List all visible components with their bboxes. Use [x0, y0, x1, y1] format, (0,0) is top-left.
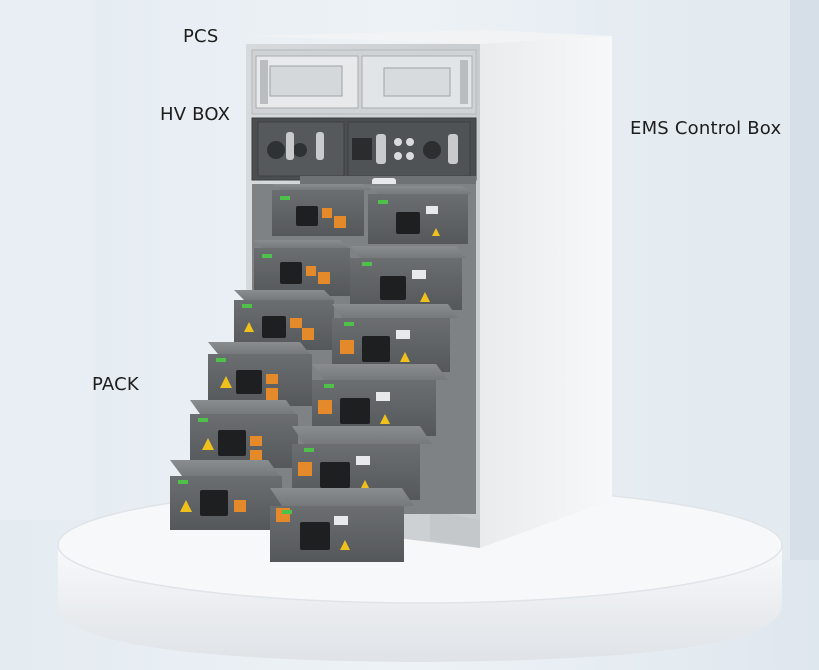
- pack-module: [270, 488, 414, 562]
- hv-box-label: HV BOX: [160, 104, 231, 125]
- pack-label: PACK: [92, 374, 139, 395]
- ems-control-box-label: EMS Control Box: [630, 118, 782, 139]
- pack-module: [208, 342, 312, 406]
- pack-module: [190, 400, 298, 468]
- pack-module: [170, 460, 282, 530]
- pack-module: [272, 184, 372, 236]
- background-panel-left: [0, 0, 95, 520]
- pcs-module: [251, 49, 477, 115]
- pack-module: [368, 186, 472, 244]
- background-panel-right-edge: [790, 0, 819, 560]
- pcs-label: PCS: [183, 26, 219, 47]
- pack-module: [254, 240, 350, 296]
- pack-module: [350, 246, 466, 310]
- hv-box-module: [251, 117, 477, 188]
- pack-stack: [170, 184, 472, 562]
- pack-module: [234, 290, 334, 350]
- pack-module: [312, 364, 448, 436]
- pack-module: [332, 304, 458, 372]
